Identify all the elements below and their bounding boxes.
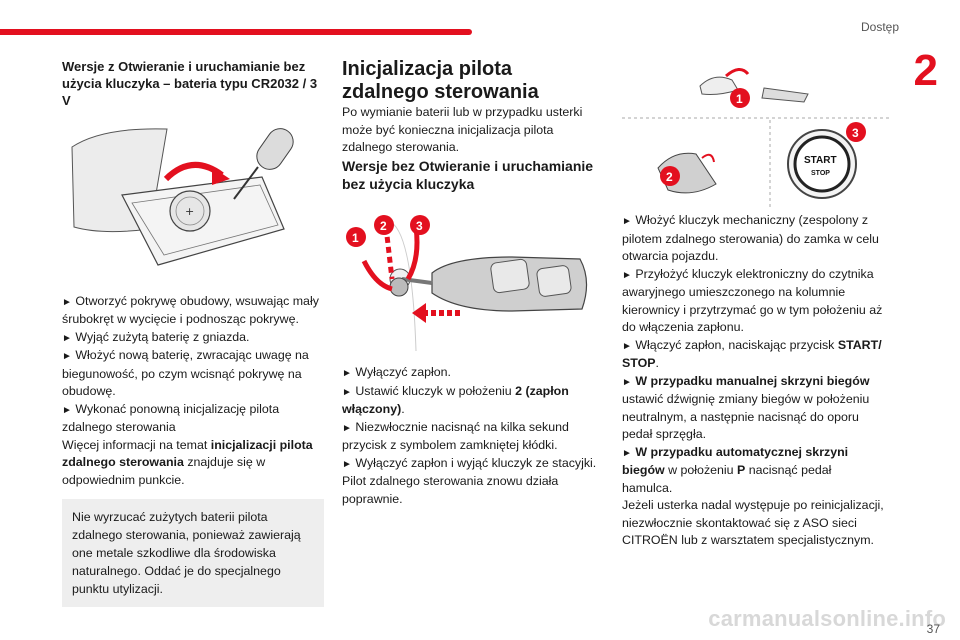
callout-3-marker <box>410 214 430 235</box>
column-battery: Wersje z Otwieranie i uruchamianie bez u… <box>62 58 324 607</box>
step-arrow-icon: ► <box>62 404 72 416</box>
battery-step-2: ► Wyjąć zużytą baterię z gniazda. <box>62 329 250 344</box>
callout-1-label: 1 <box>352 231 359 245</box>
battery-heading: Wersje z Otwieranie i uruchamianie bez u… <box>62 59 318 108</box>
recycling-note: Nie wyrzucać zużytych baterii pilota zda… <box>62 499 324 607</box>
column-initialization: Inicjalizacja pilota zdalnego sterowania… <box>342 58 604 508</box>
step-arrow-icon: ► <box>62 351 72 362</box>
key-battery-figure: + <box>62 117 324 285</box>
init-outro: Pilot zdalnego sterowania znowu działa p… <box>342 474 559 506</box>
battery-step-3: ► Włożyć nową baterię, zwracając uwagę n… <box>62 348 309 398</box>
stop-label: STOP <box>811 170 830 177</box>
column-keyless: ► Włożyć kluczyk mechaniczny (zespolony … <box>622 212 884 550</box>
init-step-2: ► Ustawić kluczyk w położeniu 2 (zapłon … <box>342 383 569 417</box>
callout-2-marker <box>374 214 394 235</box>
step-arrow-icon: ► <box>62 296 72 308</box>
watermark: carmanualsonline.info <box>708 606 946 631</box>
keyless-figure: 1 2 START STOP 3 <box>622 68 890 208</box>
init-heading: Inicjalizacja pilota zdalnego sterowania <box>342 58 539 103</box>
keyless-step-3: ► Włączyć zapłon, naciskając przycisk ST… <box>622 337 882 371</box>
callout-2-label: 2 <box>380 219 387 233</box>
callout-3-label: 3 <box>416 219 423 233</box>
ignition-key-figure: 1 2 3 <box>342 201 604 357</box>
step-arrow-icon: ► <box>622 269 632 281</box>
step-arrow-icon: ► <box>622 216 632 227</box>
keyless-step-5: ► W przypadku automatycznej skrzyni bieg… <box>622 444 849 495</box>
page-number: 37 <box>926 622 940 636</box>
step-arrow-icon: ► <box>342 386 352 398</box>
step-arrow-icon: ► <box>622 447 632 459</box>
init-step-3: ► Niezwłocznie nacisnąć na kilka sekund … <box>342 419 569 453</box>
chapter-number: 2 <box>913 46 938 95</box>
keyless-outro: Jeżeli usterka nadal występuje po reinic… <box>622 498 884 547</box>
svg-text:+: + <box>185 205 194 218</box>
callout-3-label: 3 <box>852 126 859 140</box>
init-subheading: Wersje bez Otwieranie i uruchamianie bez… <box>342 157 594 192</box>
init-step-1: ► Wyłączyć zapłon. <box>342 365 451 379</box>
keyless-step-2: ► Przyłożyć kluczyk elektroniczny do czy… <box>622 266 883 335</box>
key-open-illustration: + <box>71 128 294 266</box>
step-arrow-icon: ► <box>622 376 632 388</box>
top-accent-bar <box>0 29 472 35</box>
battery-step-4: ► Wykonać ponowną inicjalizację pilota z… <box>62 401 280 435</box>
ignition-key-illustration: 1 2 3 <box>346 214 588 351</box>
keyless-step-4: ► W przypadku manualnej skrzyni biegów u… <box>622 373 870 442</box>
keyless-step-1: ► Włożyć kluczyk mechaniczny (zespolony … <box>622 213 879 263</box>
more-info: Więcej informacji na temat inicjalizacji… <box>62 437 313 487</box>
callout-1-marker <box>346 226 366 247</box>
step-arrow-icon: ► <box>342 368 352 379</box>
callout-2-label: 2 <box>666 170 673 184</box>
start-label: START <box>804 155 837 166</box>
section-title: Dostęp <box>860 20 900 34</box>
more-info-link: inicjalizacji pilota zdalnego sterowania <box>62 437 313 470</box>
battery-step-1: ► Otworzyć pokrywę obudowy, wsuwając mał… <box>62 293 319 327</box>
step-arrow-icon: ► <box>62 332 72 344</box>
step-arrow-icon: ► <box>342 422 352 434</box>
step-arrow-icon: ► <box>622 340 632 352</box>
step-arrow-icon: ► <box>342 458 352 470</box>
init-step-4: ► Wyłączyć zapłon i wyjąć kluczyk ze sta… <box>342 455 597 470</box>
callout-1-label: 1 <box>736 92 743 106</box>
init-intro: Po wymianie baterii lub w przypadku uste… <box>342 105 583 154</box>
